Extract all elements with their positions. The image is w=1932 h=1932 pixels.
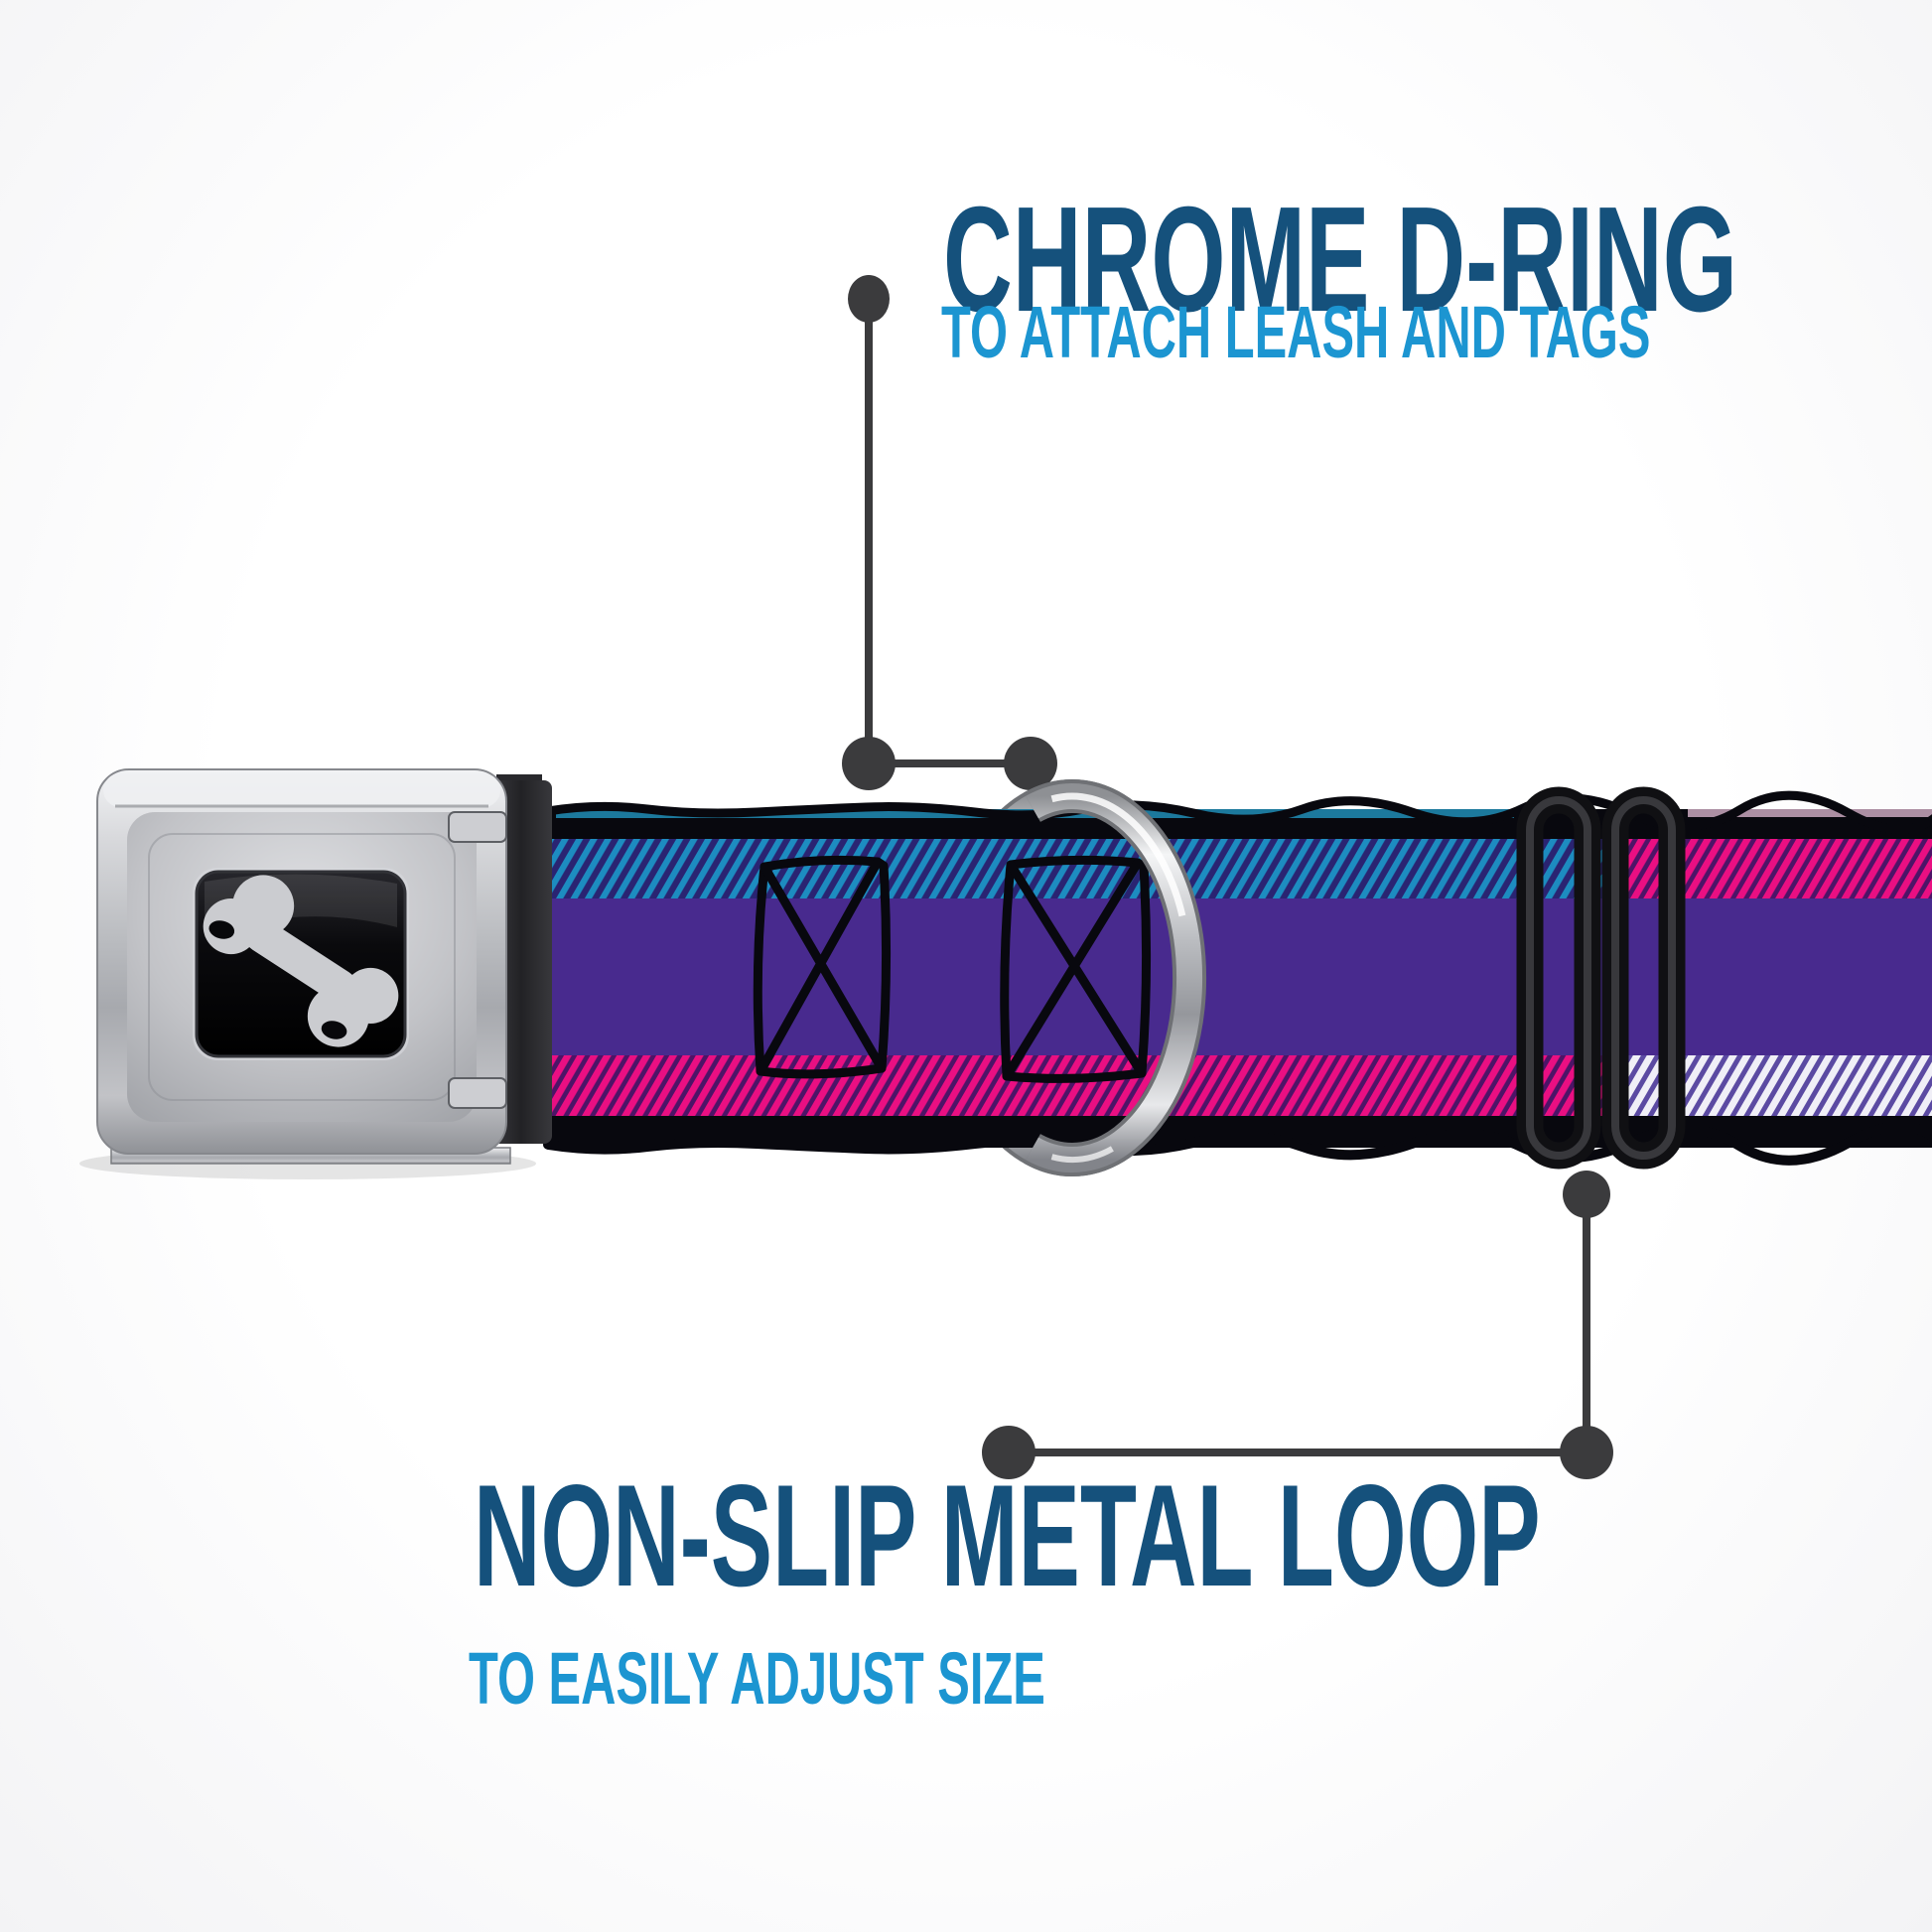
strap-band-pink-stripes-right [1605, 839, 1932, 898]
dring-callout-subtitle: TO ATTACH LEASH AND TAGS [941, 291, 1651, 373]
stitch-boxes [753, 855, 1152, 1083]
strap-band-purple-right [1605, 898, 1932, 1055]
bone-icon [203, 875, 399, 1047]
leader-line-loop [982, 1171, 1613, 1479]
collar-strap [532, 790, 1932, 1166]
strap-edge-pink-line [1688, 809, 1932, 817]
buckle-prong [448, 1077, 507, 1109]
strap-top-edge-wave [543, 790, 1932, 834]
buckle-prong [448, 811, 507, 843]
slider-loop [1516, 786, 1686, 1170]
seatbelt-buckle [79, 768, 552, 1179]
strap-band-white-stripes [1605, 1055, 1932, 1116]
dring-callout-title: CHROME D-RING [943, 175, 1737, 343]
strap-bottom-edge-wave [543, 1121, 1932, 1166]
leader-line-dring [842, 275, 1057, 790]
buckle-top-highlight [103, 773, 500, 807]
strap-band-blue-stripes [541, 839, 1605, 898]
loop-callout-title: NON-SLIP METAL LOOP [474, 1454, 1541, 1616]
stitch-box [1000, 855, 1152, 1083]
d-ring [1024, 779, 1207, 1176]
stitch-box [753, 855, 892, 1079]
loop-callout-text-dot [982, 1426, 1035, 1479]
loop-callout-subtitle: TO EASILY ADJUST SIZE [469, 1637, 1045, 1720]
strap-band-pink-stripes [541, 1055, 1605, 1116]
dring-callout-target-dot [1004, 737, 1057, 790]
strap-band-purple-left [541, 898, 1605, 1055]
